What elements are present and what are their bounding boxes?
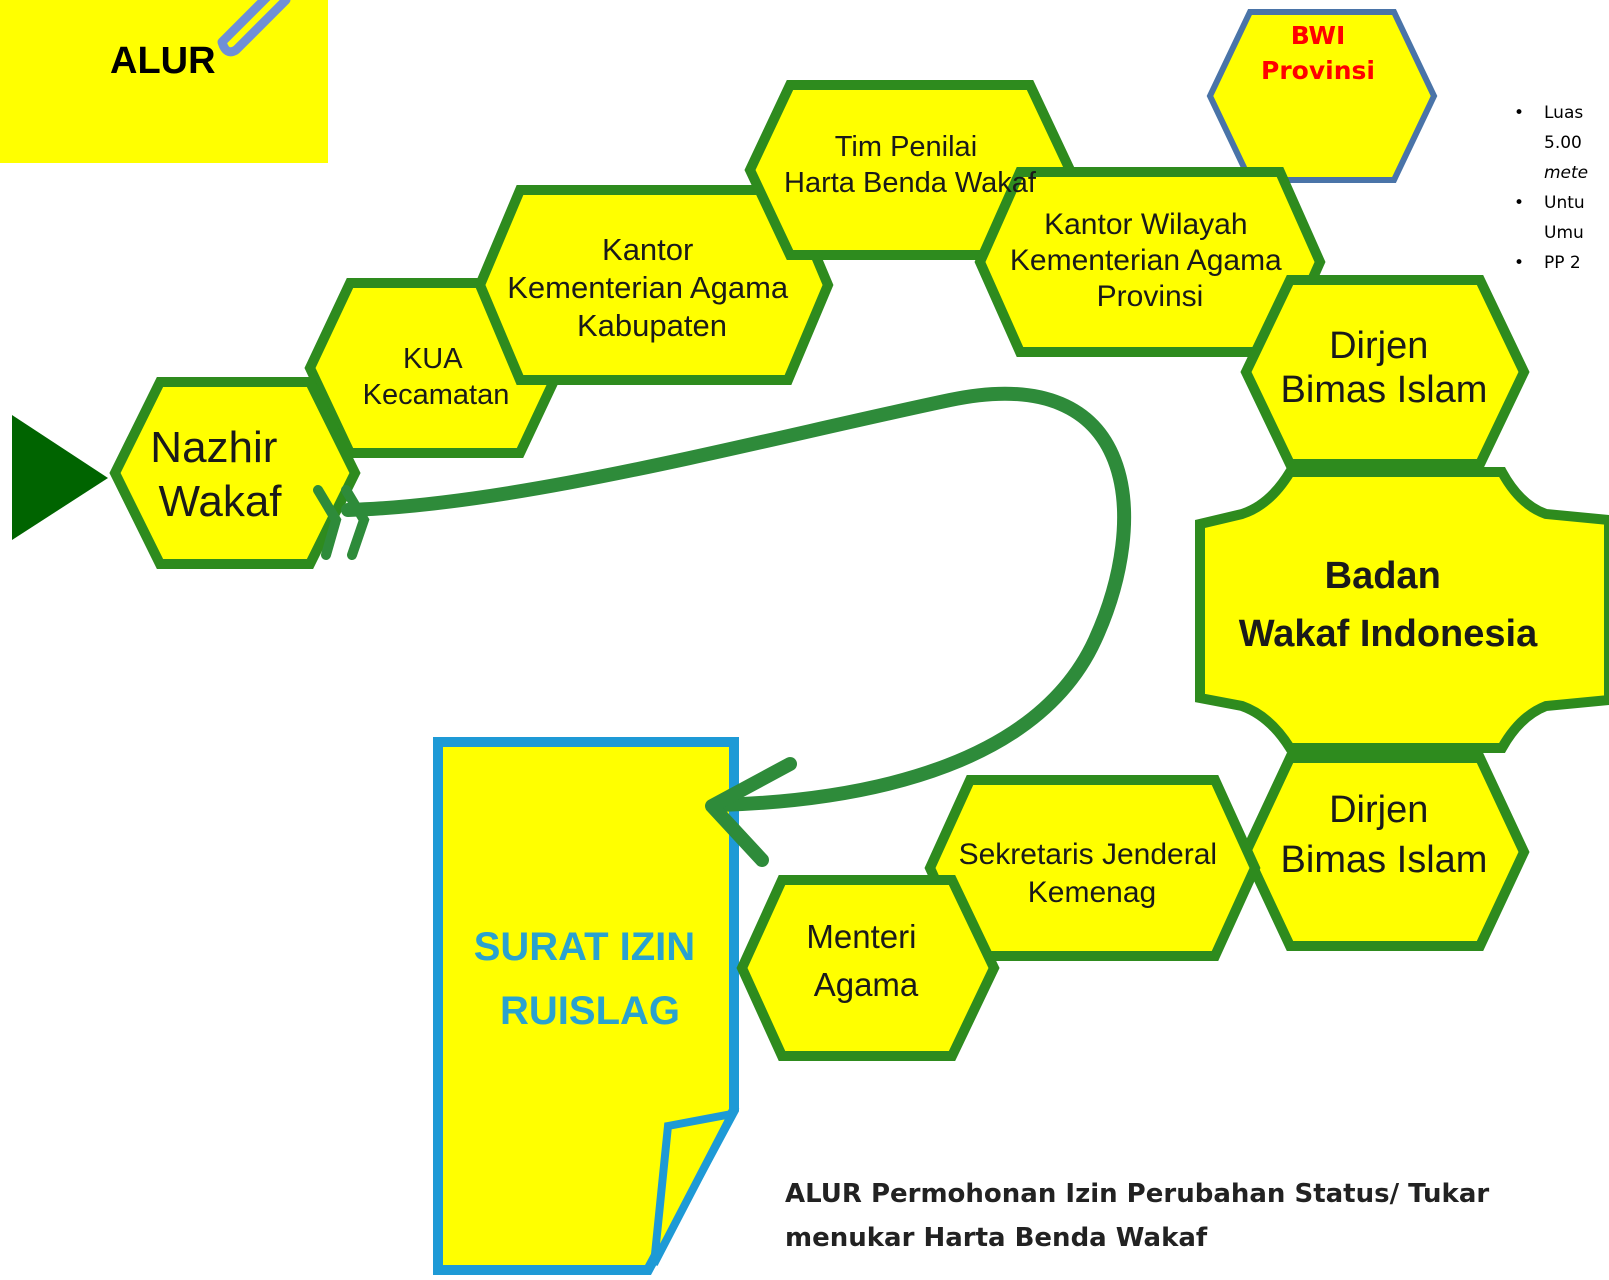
- bwi-provinsi-label: BWI Provinsi: [1248, 18, 1388, 88]
- bullet-icon: •: [1514, 253, 1525, 273]
- node-dirjen2-label: Dirjen Bimas Islam: [1281, 789, 1488, 881]
- note-item: • Luas 5.00 mete: [1508, 98, 1609, 188]
- header-title: ALUR: [110, 40, 216, 82]
- note-line: PP 2: [1544, 253, 1581, 273]
- alur-header-box: [0, 0, 328, 163]
- caption-line2: menukar Harta Benda Wakaf: [785, 1223, 1208, 1253]
- note-line: Luas: [1544, 103, 1584, 123]
- diagram-caption: ALUR Permohonan Izin Perubahan Status/ T…: [785, 1172, 1545, 1260]
- note-line: Umu: [1544, 223, 1584, 243]
- node-menteri-shape: [736, 875, 1000, 1061]
- bullet-icon: •: [1514, 103, 1525, 123]
- note-line: Untu: [1544, 193, 1585, 213]
- node-labels: Nazhir Wakaf KUA Kecamatan Kantor Kement…: [150, 131, 1538, 1033]
- note-line: mete: [1544, 163, 1589, 183]
- node-kanwil-label: Kantor Wilayah Kementerian Agama Provins…: [1010, 208, 1290, 313]
- bwi-provinsi-badge: [1206, 9, 1438, 183]
- flow-arrow: [313, 386, 1131, 867]
- bullet-icon: •: [1514, 193, 1525, 213]
- bwi-provinsi-line2: Provinsi: [1261, 56, 1375, 85]
- node-sekjen-shape: [924, 775, 1261, 961]
- paperclip-icon: [217, 0, 291, 57]
- bwi-provinsi-line1: BWI: [1290, 21, 1346, 50]
- play-icon: [12, 415, 108, 540]
- node-dirjen1-shape: [1240, 275, 1530, 469]
- node-dirjen1-label: Dirjen Bimas Islam: [1281, 325, 1488, 411]
- caption-line1: ALUR Permohonan Izin Perubahan Status/ T…: [785, 1179, 1490, 1209]
- notes-list: • Luas 5.00 mete • Untu Umu • PP 2: [1508, 98, 1609, 278]
- node-bwi-shape: [1195, 467, 1609, 753]
- document-label: SURAT IZIN RUISLAG: [474, 925, 707, 1033]
- node-nazhir-label: Nazhir Wakaf: [150, 423, 289, 526]
- node-menteri-label: Menteri Agama: [806, 918, 925, 1003]
- node-kankemenag-label: Kantor Kementerian Agama Kabupaten: [507, 232, 797, 343]
- node-shapes: [109, 80, 1609, 1061]
- node-nazhir-shape: [109, 377, 361, 569]
- note-line: 5.00: [1544, 133, 1582, 153]
- node-bwi-label: Badan Wakaf Indonesia: [1239, 555, 1538, 655]
- node-tim-penilai-label: Tim Penilai Harta Benda Wakaf: [784, 131, 1037, 199]
- surat-izin-document: [433, 737, 740, 1275]
- node-kua-label: KUA Kecamatan: [363, 343, 510, 411]
- node-sekjen-label: Sekretaris Jenderal Kemenag: [959, 838, 1226, 909]
- note-item: • Untu Umu: [1508, 188, 1609, 248]
- note-item: • PP 2: [1508, 248, 1609, 278]
